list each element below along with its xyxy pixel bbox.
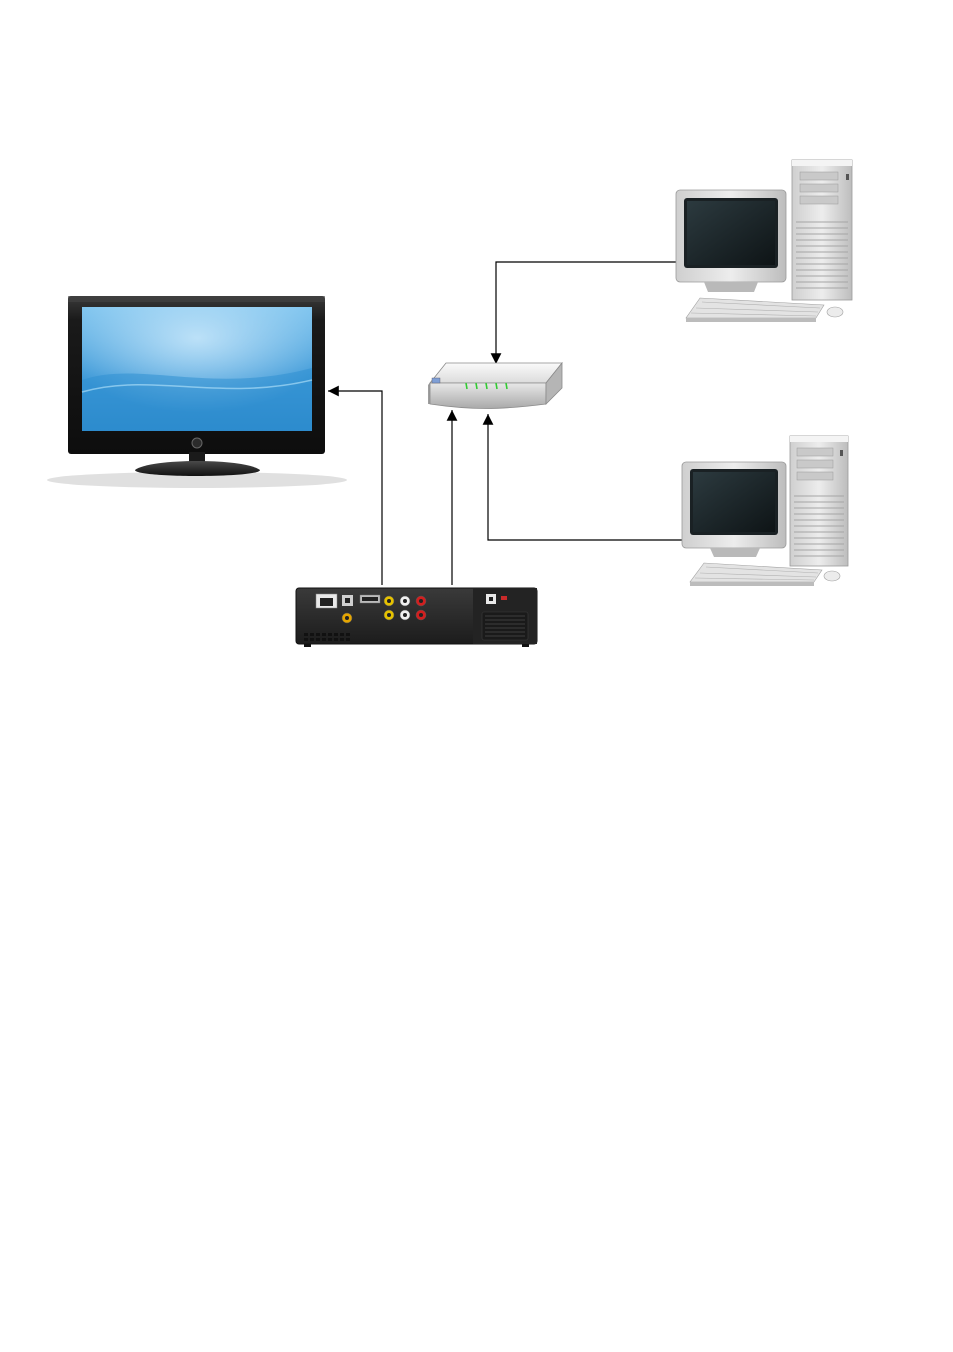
desktop-computer-icon — [682, 436, 848, 586]
router-icon — [428, 363, 562, 409]
tv-icon — [47, 296, 347, 488]
media-player-icon — [296, 588, 537, 647]
connector-player-to-tv — [328, 391, 382, 585]
desktop-computer-icon — [676, 160, 852, 322]
connector-pc2-to-router — [488, 414, 685, 540]
connector-pc1-to-router — [496, 262, 685, 364]
connectors — [328, 262, 685, 585]
